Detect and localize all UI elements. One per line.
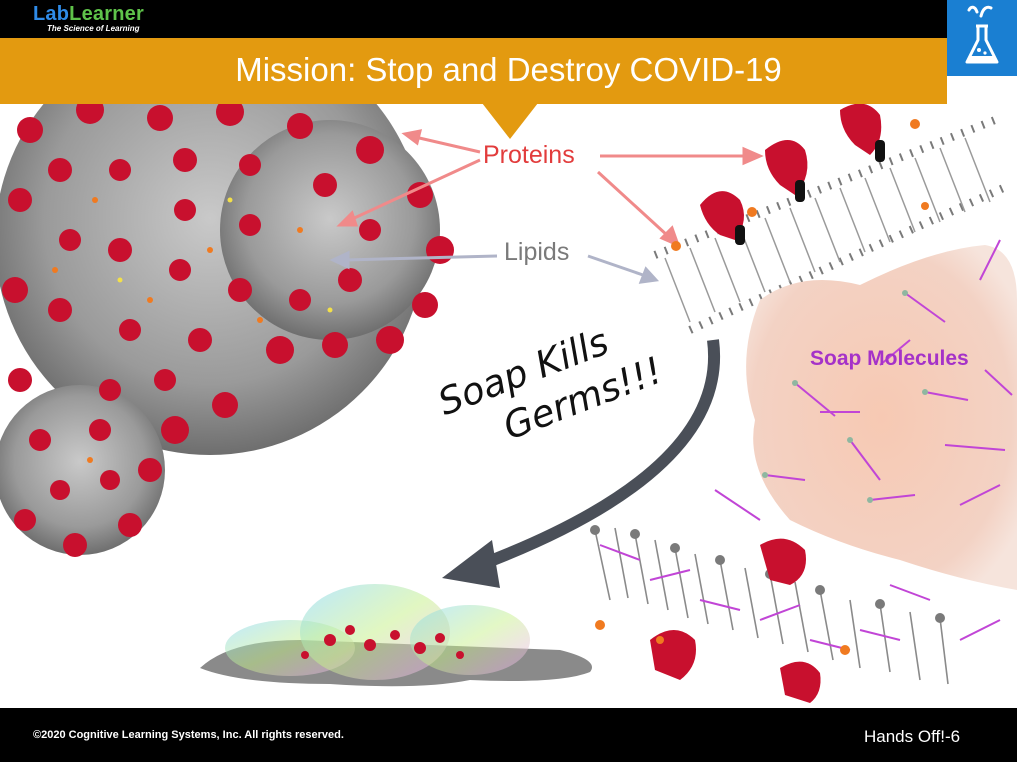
illustration bbox=[0, 104, 1017, 703]
proteins-label: Proteins bbox=[483, 141, 575, 169]
banner-pointer bbox=[482, 103, 538, 139]
logo-lab: Lab bbox=[33, 3, 70, 25]
soap-molecules-label: Soap Molecules bbox=[810, 347, 969, 370]
bubble-puddle-icon bbox=[200, 584, 592, 687]
membrane-icon bbox=[653, 104, 1012, 334]
lipid-arrows bbox=[329, 250, 660, 284]
logo-tagline: The Science of Learning bbox=[47, 24, 140, 33]
copyright-text: ©2020 Cognitive Learning Systems, Inc. A… bbox=[33, 729, 344, 741]
curved-arrow-icon bbox=[442, 339, 721, 588]
virus-icon bbox=[0, 104, 454, 557]
logo-wordmark: LabLearner bbox=[33, 4, 144, 24]
page-number: Hands Off!-6 bbox=[864, 727, 961, 746]
page-title: Mission: Stop and Destroy COVID-19 bbox=[235, 51, 782, 88]
top-bar bbox=[0, 0, 1017, 38]
title-banner bbox=[0, 38, 947, 104]
broken-membrane-icon bbox=[590, 489, 1001, 703]
soap-foam-icon bbox=[746, 239, 1017, 590]
logo-learner: Learner bbox=[69, 3, 144, 25]
footer-bar bbox=[0, 708, 1017, 762]
lipids-label: Lipids bbox=[504, 238, 570, 266]
flask-icon bbox=[965, 5, 999, 64]
flask-logo-box bbox=[947, 0, 1017, 76]
protein-arrows bbox=[336, 129, 764, 248]
lablearner-logo: LabLearner The Science of Learning bbox=[33, 4, 144, 34]
